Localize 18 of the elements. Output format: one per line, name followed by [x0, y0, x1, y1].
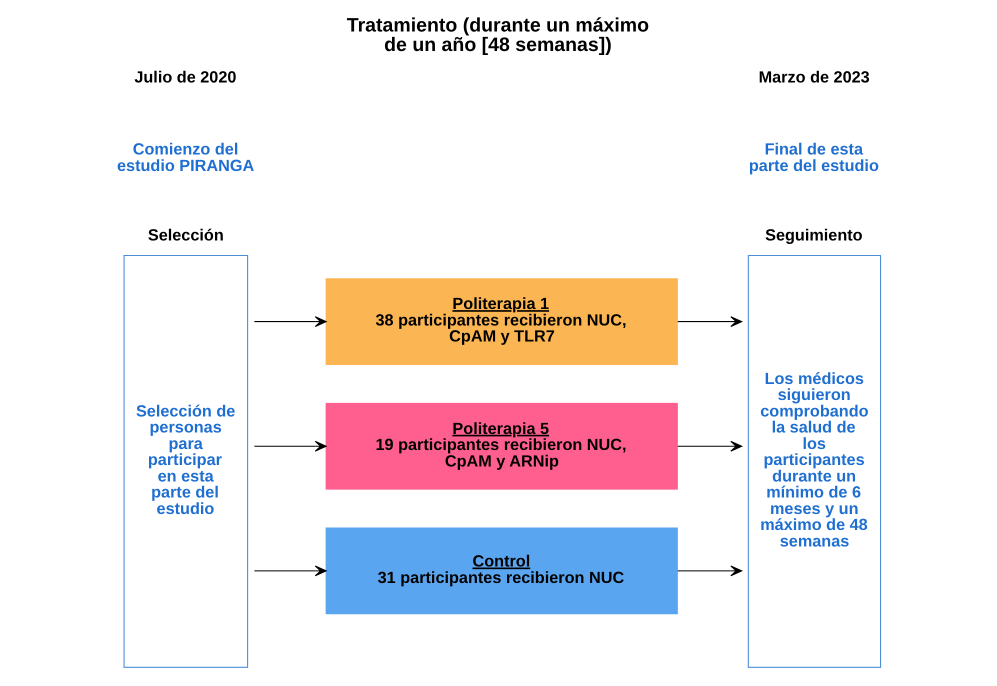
arrow	[678, 565, 742, 576]
diagram-title: Tratamiento (durante un máximo de un año [48 semanas])	[346, 14, 650, 56]
node-label: Selección	[148, 226, 224, 244]
label: Marzo de 2023	[758, 68, 870, 87]
arrow	[254, 440, 327, 452]
arrow	[254, 316, 327, 328]
arrow	[254, 565, 327, 576]
node-box: Politerapia 5 19 participantes recibieron NUC, CpAM y ARNip	[326, 402, 678, 490]
label: Comienzo del estudio PIRANGA	[117, 140, 254, 175]
arrow	[678, 440, 742, 452]
label: Final de esta parte del estudio	[748, 140, 879, 175]
node-label: Seguimiento	[765, 226, 863, 244]
node-box: Los médicos siguieron comprobando la salud de los participantes durante un mínimo de 6 meses y un máximo de 48 semanas	[748, 254, 882, 668]
node-box: Politerapia 1 38 participantes recibieron NUC, CpAM y TLR7	[326, 278, 678, 365]
node-box: Control 31 participantes recibieron NUC	[326, 528, 678, 614]
label: Julio de 2020	[134, 68, 236, 87]
node-box: Selección de personas para participar en esta parte del estudio	[124, 254, 248, 668]
arrow	[678, 316, 742, 328]
